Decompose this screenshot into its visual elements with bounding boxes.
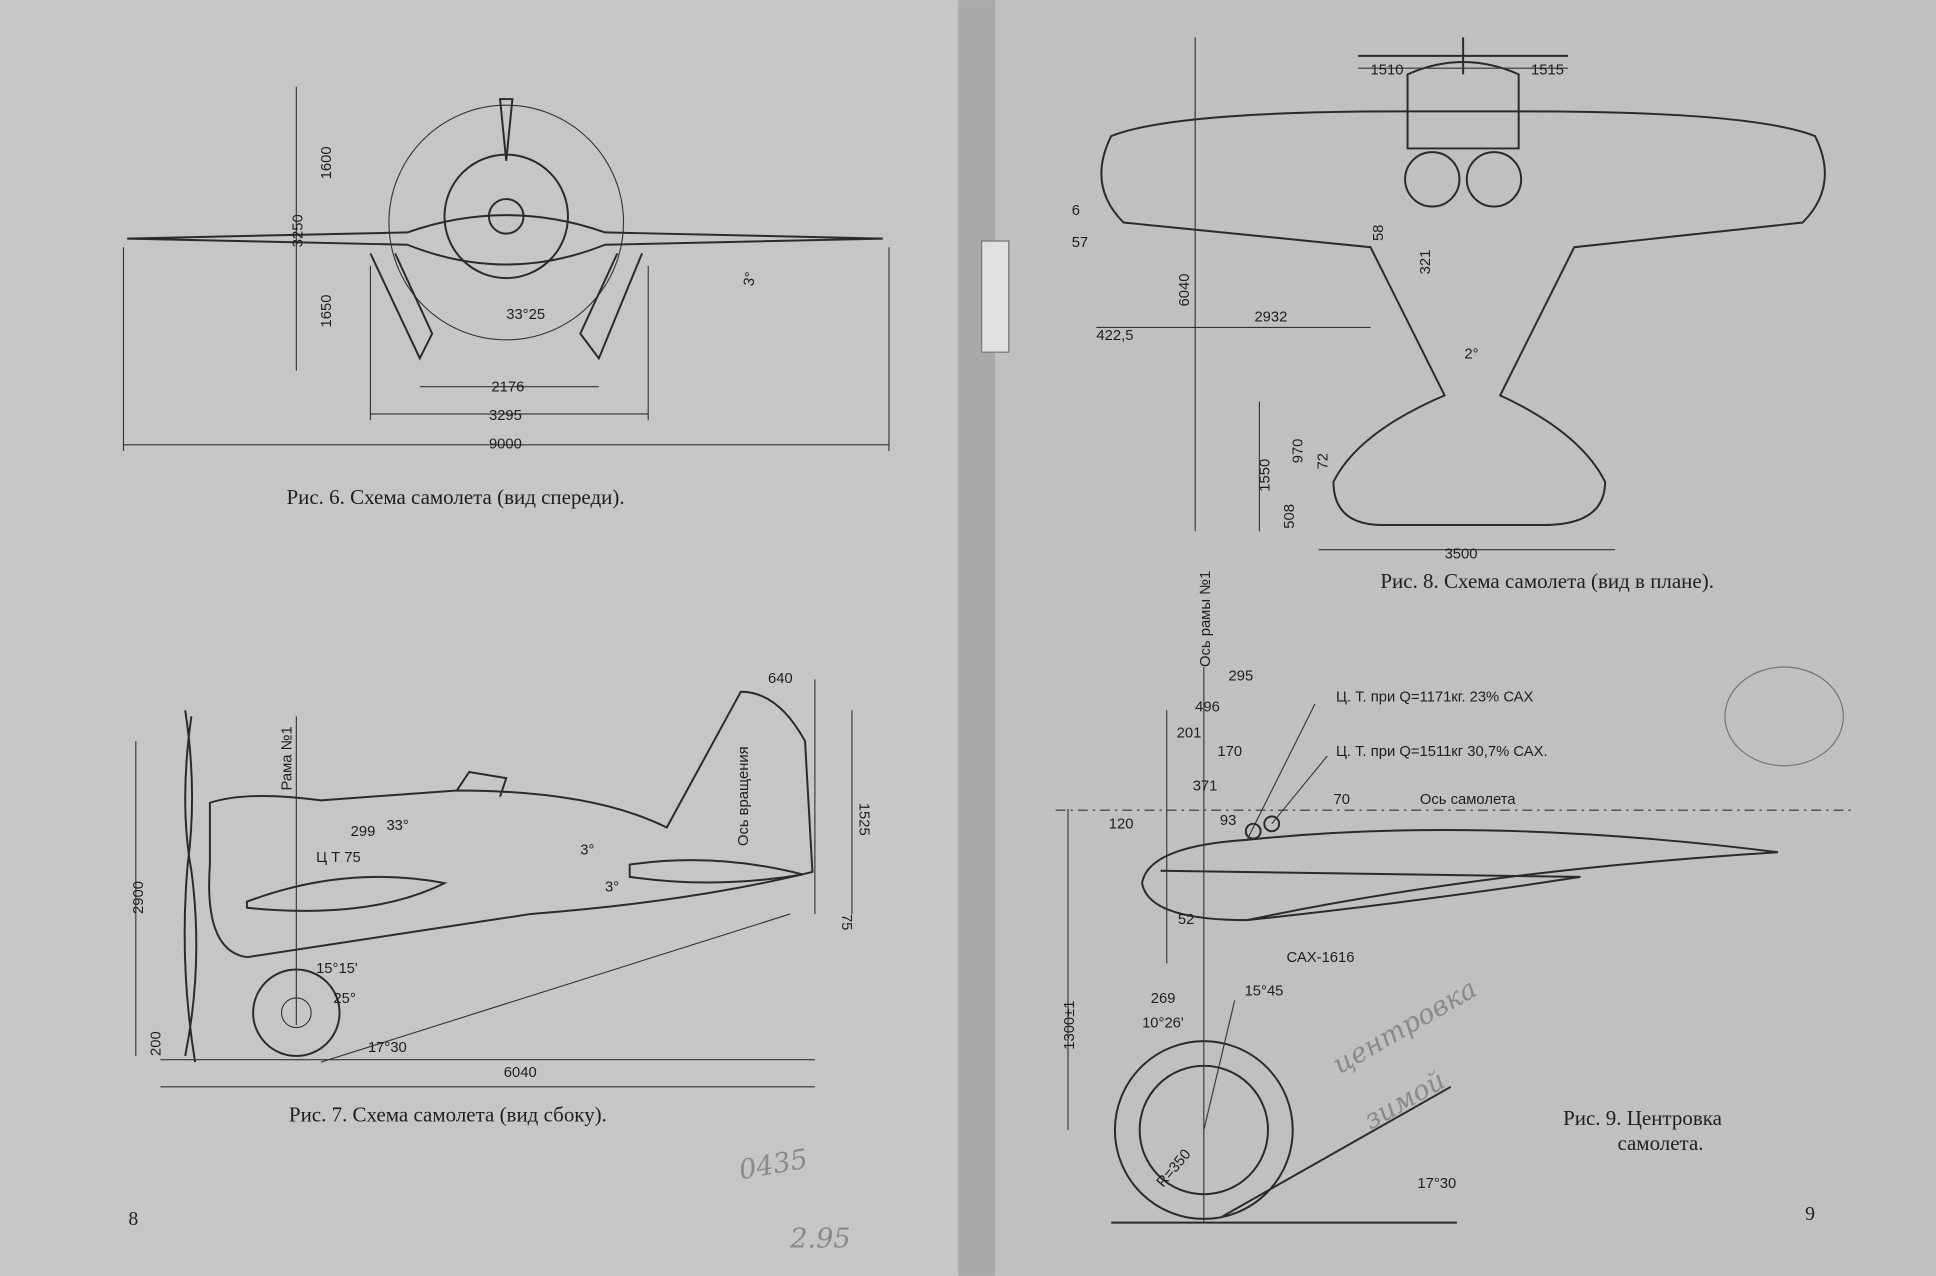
mac-label: САХ-1616 (1287, 950, 1355, 966)
dim-58: 58 (1371, 225, 1387, 241)
frame-axis-label: Ось рамы №1 (1198, 571, 1214, 667)
dim-2900: 2900 (131, 881, 147, 914)
angle-33-25: 33°25 (506, 307, 545, 323)
handwritten-note: 2.95 (789, 1223, 850, 1254)
angle-3: 3° (741, 271, 759, 288)
fig9-centering: Ось рамы №1 Ц. Т. при Q=1171кг. 23% САХ … (1055, 571, 1853, 1224)
dim-371: 371 (1193, 778, 1218, 794)
binding-gutter (958, 0, 996, 1276)
dim-201: 201 (1177, 725, 1202, 741)
dim-299: 299 (351, 824, 376, 840)
dim-52: 52 (1178, 912, 1194, 928)
dim-970: 970 (1291, 439, 1307, 464)
dim-508: 508 (1282, 504, 1298, 529)
dim-120: 120 (1109, 817, 1134, 833)
dim-269: 269 (1151, 991, 1176, 1007)
dim-422-5: 422,5 (1096, 328, 1133, 344)
dim-1515: 1515 (1531, 62, 1564, 78)
dim-1525: 1525 (855, 803, 871, 836)
angle-33: 33° (386, 818, 408, 834)
angle-10-26: 10°26' (1142, 1016, 1184, 1032)
dim-75: 75 (838, 914, 854, 930)
dim-93: 93 (1220, 813, 1236, 829)
dim-321: 321 (1418, 250, 1434, 275)
dim-496: 496 (1195, 699, 1220, 715)
angle-25: 25° (333, 991, 355, 1007)
dim-2176: 2176 (491, 380, 524, 396)
frame-1-label: Рама №1 (279, 726, 295, 790)
dim-1510: 1510 (1371, 62, 1404, 78)
dim-170: 170 (1217, 744, 1242, 760)
page-number-left: 8 (128, 1208, 138, 1230)
angle-2: 2° (1464, 346, 1478, 362)
angle-15-45: 15°45 (1245, 983, 1284, 999)
fig6-caption: Рис. 6. Схема самолета (вид спереди). (286, 485, 624, 509)
binding-tab (980, 240, 1010, 353)
fig9-caption-line2: самолета. (1617, 1131, 1703, 1155)
dim-2932: 2932 (1254, 309, 1287, 325)
dim-9000: 9000 (489, 436, 522, 452)
angle-15-15: 15°15' (316, 961, 358, 977)
dim-1300: 1300±1 (1062, 1000, 1078, 1049)
dim-3295: 3295 (489, 408, 522, 424)
dim-295: 295 (1229, 669, 1254, 685)
cg-label: Ц Т 75 (316, 850, 361, 866)
angle-3-a: 3° (580, 843, 594, 859)
angle-17-30: 17°30 (368, 1040, 407, 1056)
dim-1550: 1550 (1257, 459, 1273, 492)
cg-light-label: Ц. Т. при Q=1171кг. 23% САХ (1336, 690, 1534, 706)
left-page (0, 0, 968, 1276)
dim-72: 72 (1315, 453, 1331, 469)
fig7-side-view: 640 1525 75 2900 200 6040 17°30 299 33° … (131, 671, 871, 1126)
fig6-front-view: 3250 1600 1650 2176 3295 9000 33°25 3° Р… (122, 86, 890, 509)
fig8-caption: Рис. 8. Схема самолета (вид в плане). (1380, 569, 1714, 593)
dim-6040: 6040 (1177, 274, 1193, 307)
pencil-ellipse-mark (1724, 666, 1845, 767)
dim-640: 640 (768, 671, 793, 687)
dim-200: 200 (149, 1031, 165, 1056)
fig8-plan-view: 1510 1515 57 6 58 321 6040 422,5 2932 2°… (1072, 37, 1826, 593)
page-number-right: 9 (1805, 1203, 1815, 1225)
right-page (968, 0, 1936, 1276)
dim-6040: 6040 (504, 1065, 537, 1081)
dim-57: 57 (1072, 235, 1088, 251)
angle-17-30: 17°30 (1417, 1176, 1456, 1192)
cg-heavy-label: Ц. Т. при Q=1511кг 30,7% САХ. (1336, 744, 1548, 760)
dim-1600: 1600 (319, 146, 335, 179)
fig7-caption: Рис. 7. Схема самолета (вид сбоку). (289, 1102, 607, 1126)
fig9-caption-line1: Рис. 9. Центровка (1563, 1106, 1722, 1130)
dim-3500: 3500 (1445, 546, 1478, 562)
dim-1650: 1650 (319, 295, 335, 328)
angle-3-b: 3° (605, 880, 619, 896)
rotation-axis-label: Ось вращения (736, 746, 752, 846)
aircraft-axis-label: Ось самолета (1420, 792, 1516, 808)
dim-3250: 3250 (291, 214, 307, 247)
dim-70: 70 (1333, 792, 1349, 808)
dim-6: 6 (1072, 203, 1080, 219)
